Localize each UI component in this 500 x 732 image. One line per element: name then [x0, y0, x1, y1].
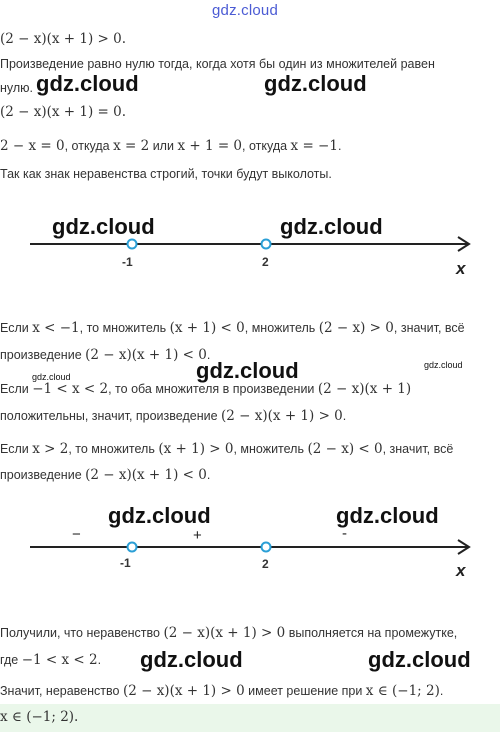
text-fragment: , то множитель: [68, 442, 159, 456]
case-line: Если −1 < x < 2, то оба множителя в прои…: [0, 381, 411, 397]
math-expression: x + 1 = 0: [177, 138, 243, 154]
open-point-left: [126, 541, 138, 553]
text-fragment: , множитель: [244, 321, 319, 335]
text-fragment: или: [149, 139, 178, 153]
text-fragment: выполняется на промежутке,: [285, 626, 458, 640]
axis-arrow: [457, 236, 471, 252]
conclusion-line: Значит, неравенство (2 − x)(x + 1) > 0 и…: [0, 683, 443, 699]
sign-middle: +: [193, 527, 202, 544]
text-fragment: Если: [0, 321, 33, 335]
inequality-expression: (2 − x)(x + 1) > 0.: [0, 31, 127, 47]
watermark-small: gdz.cloud: [32, 372, 71, 382]
text-fragment: Значит, неравенство: [0, 684, 123, 698]
text-fragment: Получили, что неравенство: [0, 626, 164, 640]
math-expression: (2 − x)(x + 1) > 0: [221, 408, 343, 424]
roots-line: 2 − x = 0, откуда x = 2 или x + 1 = 0, о…: [0, 138, 341, 154]
text-fragment: положительны, значит, произведение: [0, 409, 222, 423]
math-expression: (2 − x) > 0: [318, 320, 394, 336]
math-expression: (2 − x)(x + 1) > 0: [163, 625, 286, 641]
text-fragment: , откуда: [64, 139, 114, 153]
result-line: где −1 < x < 2.: [0, 652, 101, 668]
text-fragment: Если: [0, 442, 33, 456]
result-line: Получили, что неравенство (2 − x)(x + 1)…: [0, 625, 457, 641]
watermark-top: gdz.cloud: [212, 2, 279, 19]
watermark: gdz.cloud: [196, 358, 299, 383]
math-expression: x < −1: [32, 320, 80, 336]
axis-name: x: [455, 259, 467, 278]
text-fragment: , значит, всё: [393, 321, 465, 335]
text-fragment: , множитель: [233, 442, 308, 456]
open-point-left: [126, 238, 138, 250]
text-line: нулю.: [0, 81, 34, 95]
text-fragment: , то множитель: [79, 321, 170, 335]
math-expression: 2 − x = 0: [0, 138, 65, 154]
text-line: Так как знак неравенства строгий, точки …: [0, 167, 332, 181]
watermark: gdz.cloud: [280, 214, 383, 239]
point-label-right: 2: [262, 255, 269, 269]
math-expression: (2 − x)(x + 1) < 0: [85, 467, 207, 483]
case-line: произведение (2 − x)(x + 1) < 0.: [0, 467, 210, 483]
point-label-left: -1: [120, 556, 131, 570]
text-fragment: .: [337, 139, 342, 153]
axis-name: x: [455, 561, 467, 580]
math-expression: (2 − x)(x + 1) > 0: [122, 683, 245, 699]
case-line: Если x > 2, то множитель (x + 1) > 0, мн…: [0, 441, 453, 457]
text-fragment: имеет решение при: [244, 684, 366, 698]
case-line: произведение (2 − x)(x + 1) < 0.: [0, 347, 210, 363]
text-fragment: произведение: [0, 468, 86, 482]
watermark: gdz.cloud: [108, 503, 211, 528]
text-fragment: .: [97, 653, 102, 667]
watermark-small: gdz.cloud: [424, 360, 463, 370]
watermark: gdz.cloud: [336, 503, 439, 528]
equation-line: (2 − x)(x + 1) = 0.: [0, 104, 126, 120]
text-fragment: , значит, всё: [382, 442, 454, 456]
text-fragment: , то оба множителя в произведении: [108, 382, 318, 396]
point-label-left: -1: [122, 255, 133, 269]
math-expression: x ∈ (−1; 2): [365, 683, 440, 699]
math-expression: (2 − x)(x + 1): [317, 381, 412, 397]
sign-left: −: [72, 526, 81, 543]
text-fragment: .: [439, 684, 444, 698]
answer-text: x ∈ (−1; 2).: [0, 709, 79, 725]
case-line: положительны, значит, произведение (2 − …: [0, 408, 346, 424]
math-expression: −1 < x < 2: [32, 381, 109, 397]
open-point-right: [260, 541, 272, 553]
watermark: gdz.cloud: [36, 71, 139, 96]
answer-box: x ∈ (−1; 2).: [0, 704, 500, 732]
watermark: gdz.cloud: [264, 71, 367, 96]
math-expression: −1 < x < 2: [21, 652, 98, 668]
text-line: Произведение равно нулю тогда, когда хот…: [0, 57, 435, 71]
text-fragment: .: [206, 468, 211, 482]
watermark: gdz.cloud: [52, 214, 155, 239]
math-expression: (2 − x)(x + 1) < 0: [85, 347, 207, 363]
math-expression: (x + 1) > 0: [158, 441, 234, 457]
equation-expression: (2 − x)(x + 1) = 0.: [0, 104, 127, 120]
math-expression: (x + 1) < 0: [169, 320, 245, 336]
text-fragment: Если: [0, 382, 33, 396]
point-label-right: 2: [262, 557, 269, 571]
text-fragment: произведение: [0, 348, 86, 362]
axis-arrow: [457, 539, 471, 555]
math-expression: (2 − x) < 0: [307, 441, 383, 457]
number-line-2: − + - -1 2 x: [30, 525, 471, 580]
text-fragment: где: [0, 653, 22, 667]
open-point-right: [260, 238, 272, 250]
text-fragment: .: [342, 409, 347, 423]
math-expression: x = 2: [113, 138, 150, 154]
inequality-line: (2 − x)(x + 1) > 0.: [0, 31, 126, 47]
case-line: Если x < −1, то множитель (x + 1) < 0, м…: [0, 320, 465, 336]
text-fragment: .: [206, 348, 211, 362]
watermark: gdz.cloud: [140, 647, 243, 672]
math-expression: x = −1: [290, 138, 338, 154]
text-fragment: , откуда: [242, 139, 291, 153]
watermark: gdz.cloud: [368, 647, 471, 672]
sign-right: -: [342, 525, 347, 542]
math-expression: x > 2: [32, 441, 69, 457]
number-line-1: -1 2 x: [30, 236, 471, 278]
